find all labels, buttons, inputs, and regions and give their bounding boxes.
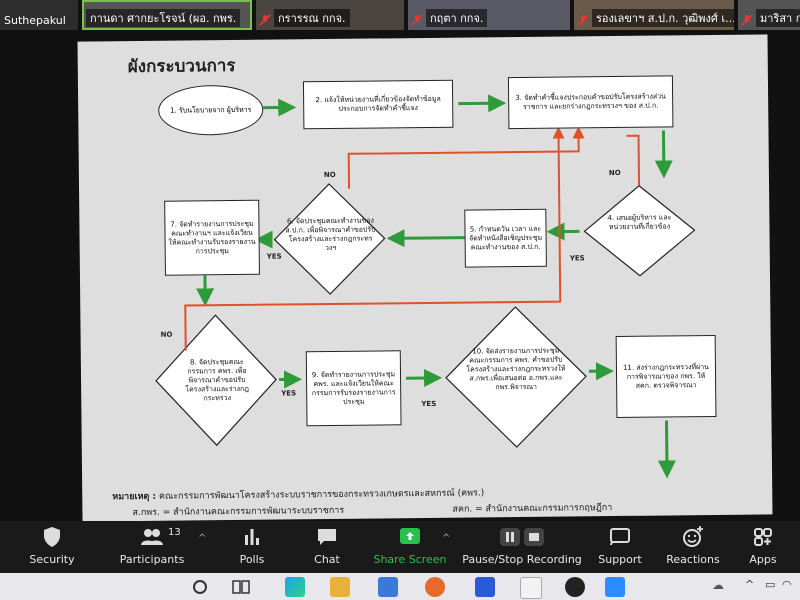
step-9-box: 9. จัดทำรายงานการประชุม คพร. และแจ้งเวีย… [305, 350, 402, 427]
support-label: Support [598, 553, 642, 566]
participant-name: กานดา ศากยะโรจน์ (ผอ. กพร. [86, 9, 241, 27]
decision-diamond-6 [273, 183, 386, 295]
firefox-icon[interactable] [425, 577, 445, 597]
apps-icon [754, 528, 772, 546]
participant-name: กฤตา กกจ. [426, 9, 488, 27]
mic-muted-icon [411, 14, 423, 26]
share-screen-icon [400, 528, 420, 544]
no-label: NO [160, 330, 173, 339]
note-heading: หมายเหตุ : [112, 491, 157, 503]
participants-caret-icon[interactable]: ^ [198, 533, 207, 544]
keyboard-icon[interactable]: ▭ [765, 578, 776, 591]
meeting-toolbar: Security 13 Participants ^ Polls Chat Sh… [0, 521, 800, 573]
mic-muted-icon [741, 14, 753, 26]
note-text-3: สคก. = สำนักงานคณะกรรมการกฤษฎีกา [452, 503, 613, 515]
polls-label: Polls [239, 553, 265, 566]
participant-tile[interactable]: รองเลขาฯ ส.ป.ก. วุฒิพงศ์ เ... [574, 0, 734, 30]
step-4-text: 4. เสนอผู้บริหาร และหน่วยงานที่เกี่ยวข้อ… [607, 213, 672, 232]
people-icon [141, 529, 163, 545]
step-6-text: 6. จัดประชุมคณะทำงานของ ส.ป.ก. เพื่อพิจา… [285, 216, 376, 253]
bar-chart-icon [245, 529, 259, 545]
zoom-app-icon[interactable] [605, 577, 625, 597]
reactions-label: Reactions [666, 553, 720, 566]
edge-browser-icon[interactable] [285, 577, 305, 597]
support-button[interactable]: Support [580, 525, 660, 571]
participant-name: รองเลขาฯ ส.ป.ก. วุฒิพงศ์ เ... [592, 9, 734, 27]
participants-label: Participants [119, 553, 185, 566]
share-screen-label: Share Screen [373, 553, 447, 566]
slide-title: ผังกระบวนการ [127, 55, 236, 78]
share-screen-button[interactable]: Share Screen [370, 525, 450, 571]
chat-button[interactable]: Chat [287, 525, 367, 571]
step-11-box: 11. ส่งร่างกฎกระทรวงที่ผ่านการพิจารณาของ… [615, 334, 717, 419]
step-3-box: 3. จัดทำคำชี้แจงประกอบคำขอปรับโครงสร้างส… [507, 75, 674, 130]
file-explorer-icon[interactable] [330, 577, 350, 597]
apps-label: Apps [749, 553, 777, 566]
emoji-plus-icon [683, 526, 703, 547]
chat-bubble-icon [318, 529, 336, 545]
search-circle-icon[interactable] [192, 579, 208, 595]
participant-tile[interactable]: กรารรณ กกจ. [256, 0, 404, 30]
yes-label: YES [281, 389, 297, 398]
step-7-box: 7. จัดทำรายงานการประชุมคณะทำงานฯ และแจ้ง… [164, 199, 260, 276]
reactions-button[interactable]: Reactions [653, 525, 733, 571]
security-button[interactable]: Security [12, 525, 92, 571]
note-text-1: คณะกรรมการพัฒนาโครงสร้างระบบราชการของกระ… [158, 488, 485, 502]
security-label: Security [29, 553, 75, 566]
no-label: NO [323, 170, 336, 180]
media-app-icon[interactable] [565, 577, 585, 597]
yes-label: YES [421, 399, 437, 409]
shared-screen: ผังกระบวนการ 1. รับนโยบายจาก ผู้บริหาร 2… [0, 30, 800, 521]
cast-icon [610, 528, 630, 546]
decision-diamond-4 [583, 184, 696, 277]
store-icon[interactable] [378, 577, 398, 597]
polls-button[interactable]: Polls [212, 525, 292, 571]
tray-caret-icon[interactable]: ^ [745, 578, 755, 591]
task-view-icon[interactable] [232, 579, 250, 595]
participant-name: กรารรณ กกจ. [274, 9, 350, 27]
shield-icon [44, 527, 60, 547]
participant-tile[interactable]: กฤตา กกจ. [408, 0, 570, 30]
participants-button[interactable]: 13 Participants [112, 525, 192, 571]
dropbox-icon[interactable] [475, 577, 495, 597]
step-10-text: 10. จัดส่งรายงานการประชุมคณะกรรมการ คพร.… [466, 346, 566, 392]
pause-stop-recording-label: Pause/Stop Recording [462, 553, 582, 566]
mic-muted-icon [259, 14, 271, 26]
weather-icon[interactable]: ☁ [712, 578, 724, 592]
slide: ผังกระบวนการ 1. รับนโยบายจาก ผู้บริหาร 2… [77, 34, 773, 521]
step-5-box: 5. กำหนดวัน เวลา และจัดทำหนังสือเชิญประช… [464, 208, 547, 268]
yes-label: YES [569, 254, 585, 263]
participant-strip: Suthepakul กานดา ศากยะโรจน์ (ผอ. กพร. กร… [0, 0, 800, 30]
amazon-icon[interactable] [520, 577, 542, 599]
wifi-icon[interactable]: ◠ [782, 578, 792, 591]
flowchart-connectors [155, 94, 696, 479]
participant-name: มาริสา กพ [756, 9, 800, 27]
mic-muted-icon [577, 14, 589, 26]
participant-name: Suthepakul [4, 14, 66, 27]
participant-tile[interactable]: Suthepakul [0, 0, 78, 30]
pause-stop-recording-button[interactable]: Pause/Stop Recording [462, 525, 582, 571]
decision-diamond-10 [445, 306, 587, 448]
apps-button[interactable]: Apps [728, 525, 798, 571]
participant-tile-active[interactable]: กานดา ศากยะโรจน์ (ผอ. กพร. [82, 0, 252, 30]
note-text-2: ส.กพร. = สำนักงานคณะกรรมการพัฒนาระบบราชก… [132, 505, 345, 519]
no-label: NO [608, 168, 621, 178]
participants-count: 13 [168, 527, 181, 538]
share-caret-icon[interactable]: ^ [442, 533, 451, 544]
yes-label: YES [266, 252, 282, 261]
participant-tile[interactable]: มาริสา กพ [738, 0, 800, 30]
step-2-box: 2. แจ้งให้หน่วยงานที่เกี่ยวข้องจัดทำข้อม… [302, 79, 454, 130]
step-8-text: 8. จัดประชุมคณะกรรมการ คพร. เพื่อพิจารณา… [185, 357, 249, 403]
chat-label: Chat [314, 553, 340, 566]
pause-stop-icon [500, 528, 544, 546]
os-taskbar: ☁ ^ ▭ ◠ [0, 573, 800, 600]
